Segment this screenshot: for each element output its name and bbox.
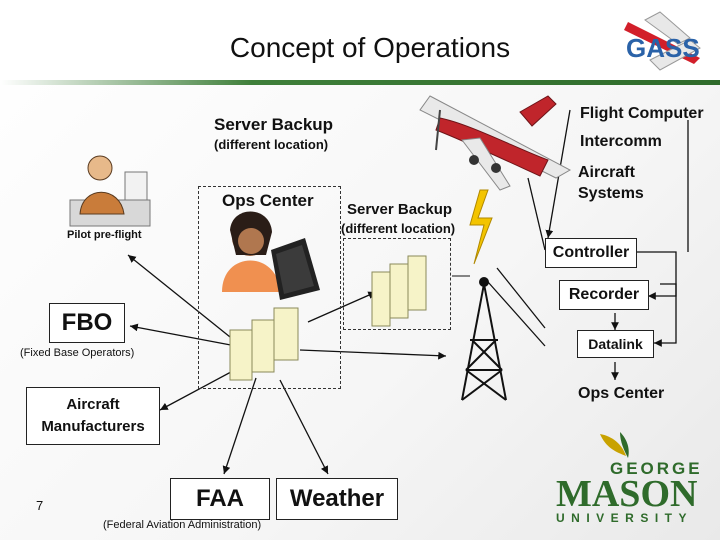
- line-ops-tower: [299, 349, 447, 360]
- ops-center-right-label: Ops Center: [578, 385, 665, 402]
- mason-line3: UNIVERSITY: [556, 511, 693, 525]
- ops-center-main-label: Ops Center: [222, 191, 314, 210]
- line-ops-backup: [307, 291, 377, 323]
- intercomm-label: Intercomm: [580, 133, 662, 150]
- logo-plane-icon: [624, 11, 701, 71]
- line-recorder-datalink: [654, 283, 677, 347]
- logo-text: GASS: [626, 33, 700, 63]
- backup-servers-icon: [371, 255, 427, 327]
- server-backup-mid-title: Server Backup: [347, 201, 453, 218]
- pilot-icon: [69, 155, 151, 227]
- server-backup-group: [343, 238, 451, 330]
- server-backup-mid-sub: (different location): [341, 221, 456, 236]
- manufacturers-line2: Manufacturers: [41, 418, 145, 435]
- server-backup-top-sub: (different location): [214, 137, 329, 152]
- lightning-icon: [469, 189, 493, 265]
- faa-label: FAA: [196, 485, 244, 512]
- line-ops-pilot: [127, 254, 241, 346]
- ops-servers-icon: [229, 307, 299, 381]
- line-ops-weather: [279, 379, 329, 475]
- flight-computer-label: Flight Computer: [580, 105, 704, 122]
- weather-label: Weather: [289, 485, 385, 512]
- datalink-label: Datalink: [588, 336, 643, 352]
- line-tower-datalink-2: [496, 267, 546, 329]
- fbo-caption: (Fixed Base Operators): [20, 347, 135, 359]
- airplane-icon: [419, 95, 572, 191]
- aircraft-manufacturers-box: Aircraft Manufacturers: [26, 387, 160, 445]
- line-plane-controller: [527, 177, 546, 251]
- line-ops-faa: [222, 377, 257, 475]
- datalink-box: Datalink: [577, 330, 654, 358]
- aircraft-systems-line1: Aircraft: [578, 164, 635, 181]
- faa-caption: (Federal Aviation Administration): [103, 519, 262, 531]
- controller-label: Controller: [552, 244, 630, 261]
- operator-icon: [222, 211, 320, 300]
- controller-box: Controller: [545, 238, 637, 268]
- pilot-preflight-label: Pilot pre-flight: [67, 229, 142, 241]
- faa-box: FAA: [170, 478, 270, 520]
- line-ops-fbo: [129, 323, 237, 347]
- server-backup-top-title: Server Backup: [214, 115, 334, 134]
- header-bar: [0, 0, 720, 80]
- mason-line2: MASON: [556, 473, 697, 515]
- fbo-box: FBO: [49, 303, 125, 343]
- aircraft-systems-line2: Systems: [578, 185, 644, 202]
- recorder-box: Recorder: [559, 280, 649, 310]
- mason-leaf-icon: [600, 434, 626, 456]
- weather-box: Weather: [276, 478, 398, 520]
- slide-title: Concept of Operations: [229, 32, 511, 63]
- manufacturers-line1: Aircraft: [66, 396, 120, 413]
- header-rule: [0, 80, 720, 85]
- fbo-label: FBO: [61, 309, 113, 336]
- line-tower-datalink: [487, 281, 546, 347]
- ops-center-group: [198, 186, 341, 389]
- page-number: 7: [36, 498, 44, 513]
- line-controller-recorder: [637, 251, 677, 300]
- mason-line1: GEORGE: [610, 459, 703, 478]
- tower-icon: [461, 277, 507, 401]
- recorder-label: Recorder: [568, 286, 640, 303]
